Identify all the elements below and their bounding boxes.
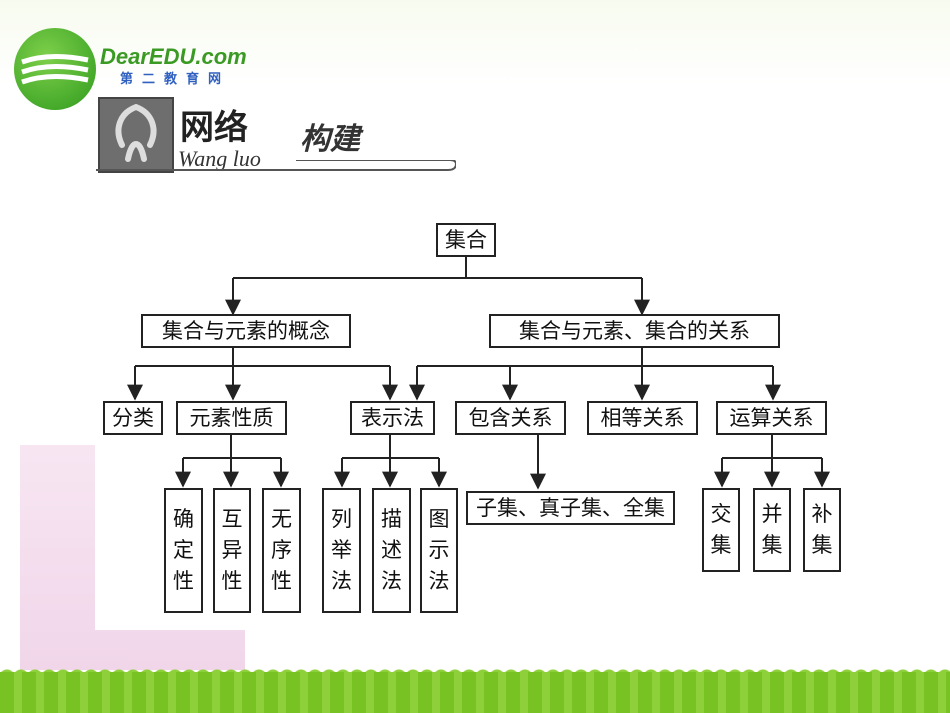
- logo-wave-icon: [21, 53, 89, 85]
- node-char: 定: [173, 538, 194, 562]
- node-char: 述: [381, 538, 402, 562]
- header-pinyin: Wang luo: [178, 146, 261, 171]
- logo-text: DearEDU.com: [100, 44, 247, 69]
- node-char: 图: [428, 507, 450, 531]
- node-representation: 表示法: [350, 401, 435, 435]
- node-union: 并 集: [753, 488, 791, 572]
- node-set-relations: 集合与元素、集合的关系: [489, 314, 780, 348]
- node-char: 举: [331, 538, 352, 562]
- header-title: 网络: [180, 108, 248, 148]
- node-char: 描: [381, 507, 402, 531]
- node-operation-relation: 运算关系: [716, 401, 827, 435]
- node-inclusion-relation: 包含关系: [455, 401, 566, 435]
- node-roster-method: 列 举 法: [322, 488, 361, 613]
- node-element-properties: 元素性质: [176, 401, 287, 435]
- node-char: 集: [761, 533, 783, 557]
- logo-subtitle: 第二教育网: [120, 72, 231, 87]
- node-char: 补: [811, 502, 833, 526]
- node-char: 无: [271, 507, 292, 531]
- node-root: 集合: [436, 223, 496, 257]
- node-equality-relation: 相等关系: [587, 401, 698, 435]
- node-char: 法: [428, 569, 450, 593]
- node-char: 法: [331, 569, 352, 593]
- node-determinacy: 确 定 性: [164, 488, 203, 613]
- grass-border: [0, 672, 950, 713]
- header-title-secondary: 构建: [300, 122, 360, 157]
- node-char: 并: [761, 502, 783, 526]
- node-diagram-method: 图 示 法: [420, 488, 458, 613]
- node-char: 示: [428, 538, 450, 562]
- node-char: 确: [173, 507, 194, 531]
- node-set-element-concept: 集合与元素的概念: [141, 314, 351, 348]
- node-char: 性: [221, 569, 243, 593]
- header-underline: [96, 160, 456, 171]
- node-char: 集: [710, 533, 732, 557]
- node-subsets: 子集、真子集、全集: [466, 491, 675, 525]
- node-char: 互: [221, 507, 243, 531]
- node-distinctness: 互 异 性: [213, 488, 251, 613]
- node-char: 性: [271, 569, 292, 593]
- node-unorderedness: 无 序 性: [262, 488, 301, 613]
- node-classification: 分类: [103, 401, 163, 435]
- node-complement: 补 集: [803, 488, 841, 572]
- network-icon: [98, 97, 174, 173]
- node-char: 法: [381, 569, 402, 593]
- node-char: 交: [710, 502, 732, 526]
- node-description-method: 描 述 法: [372, 488, 411, 613]
- node-char: 性: [173, 569, 194, 593]
- node-char: 序: [271, 538, 292, 562]
- node-char: 列: [331, 507, 352, 531]
- node-char: 异: [221, 538, 243, 562]
- node-char: 集: [811, 533, 833, 557]
- node-intersection: 交 集: [702, 488, 740, 572]
